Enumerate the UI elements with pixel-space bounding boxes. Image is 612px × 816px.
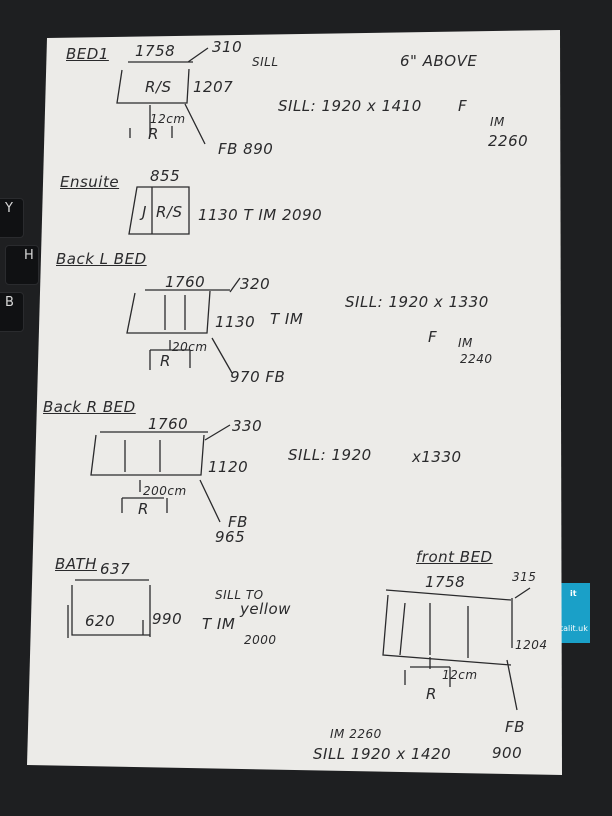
back-l-bed-im: IM (458, 336, 473, 350)
back-r-bed-corner: 330 (232, 417, 263, 435)
front-bed-im: IM 2260 (330, 727, 382, 741)
ensuite-sketch (128, 186, 190, 235)
keyboard-key-h: H (5, 245, 39, 285)
back-l-bed-sill-size: SILL: 1920 x 1330 (345, 293, 489, 311)
bed1-sill-size: SILL: 1920 x 1410 (278, 97, 422, 115)
bed1-gap: 12cm (150, 112, 186, 126)
sticker-logo: it (570, 589, 577, 598)
bed-l-sketch (126, 277, 241, 374)
back-r-bed-fb: FB (228, 513, 248, 531)
back-l-bed-t-im: T IM (270, 310, 304, 328)
back-r-bed-sill-size: SILL: 1920 (288, 446, 372, 464)
bed1-corner: 310 (212, 38, 243, 56)
back-l-bed-fb: 970 FB (230, 368, 286, 386)
back-l-bed-width: 1760 (165, 273, 206, 291)
bed1-above: 6" ABOVE (400, 52, 478, 70)
bath-width: 637 (100, 560, 131, 578)
bed1-sketch (116, 47, 209, 145)
bath-title: BATH (55, 555, 97, 573)
back-r-bed-width: 1760 (148, 415, 189, 433)
back-l-bed-title: Back L BED (56, 250, 147, 268)
bed1-im: IM (490, 115, 505, 129)
front-bed-corner: 315 (512, 570, 537, 584)
back-l-bed-f: F (428, 328, 438, 346)
bed1-rad: R (148, 125, 159, 143)
bath-sill-note: SILL TO (215, 588, 264, 602)
bath-sketch (67, 579, 151, 638)
bed1-height: 1207 (193, 78, 234, 96)
front-bed-sill-size: SILL 1920 x 1420 (313, 745, 452, 763)
ensuite-right: R/S (156, 203, 183, 221)
back-r-bed-height: 1120 (208, 458, 249, 476)
back-l-bed-height: 1130 (215, 313, 256, 331)
back-l-bed-im-val: 2240 (460, 352, 493, 366)
bath-t-im: T IM (202, 615, 236, 633)
bed1-sill: SILL (252, 55, 279, 69)
back-r-bed-title: Back R BED (43, 398, 136, 416)
sticker: it talit.uk (560, 583, 590, 643)
back-l-bed-rad: R (160, 352, 171, 370)
bath-t-im-val: 2000 (244, 633, 277, 647)
front-bed-fb-val: 900 (492, 744, 523, 762)
front-bed-height: 1204 (515, 638, 548, 652)
front-bed-fb: FB (505, 718, 525, 736)
keyboard-key-b: B (0, 292, 24, 332)
keyboard-key-y: Y (0, 198, 24, 238)
ensuite-title: Ensuite (60, 173, 120, 191)
ensuite-width: 855 (150, 167, 181, 185)
bath-height: 990 (152, 610, 183, 628)
back-r-bed-rad: R (138, 500, 149, 518)
back-r-bed-fb-val: 965 (215, 528, 246, 546)
ensuite-left: J (142, 203, 147, 221)
bath-inner: 620 (85, 612, 116, 630)
front-bed-gap: 12cm (442, 668, 478, 682)
front-bed-sketch (382, 587, 531, 711)
sticker-url: talit.uk (560, 624, 588, 633)
bed1-fb: FB 890 (218, 140, 274, 158)
front-bed-width: 1758 (425, 573, 466, 591)
bed1-label: R/S (145, 78, 172, 96)
front-bed-rad: R (426, 685, 437, 703)
bed1-title: BED1 (66, 45, 109, 63)
bed1-f: F (458, 97, 468, 115)
back-l-bed-corner: 320 (240, 275, 271, 293)
back-r-bed-gap: 200cm (143, 484, 187, 498)
bath-sill-note2: yellow (240, 600, 291, 618)
bed-r-sketch (90, 424, 231, 523)
front-bed-title: front BED (416, 548, 493, 566)
bed1-im-val: 2260 (488, 132, 529, 150)
ensuite-height: 1130 T IM 2090 (198, 206, 323, 224)
back-r-bed-sill-h: x1330 (412, 448, 462, 466)
bed1-width: 1758 (135, 42, 176, 60)
back-l-bed-gap: 20cm (172, 340, 208, 354)
